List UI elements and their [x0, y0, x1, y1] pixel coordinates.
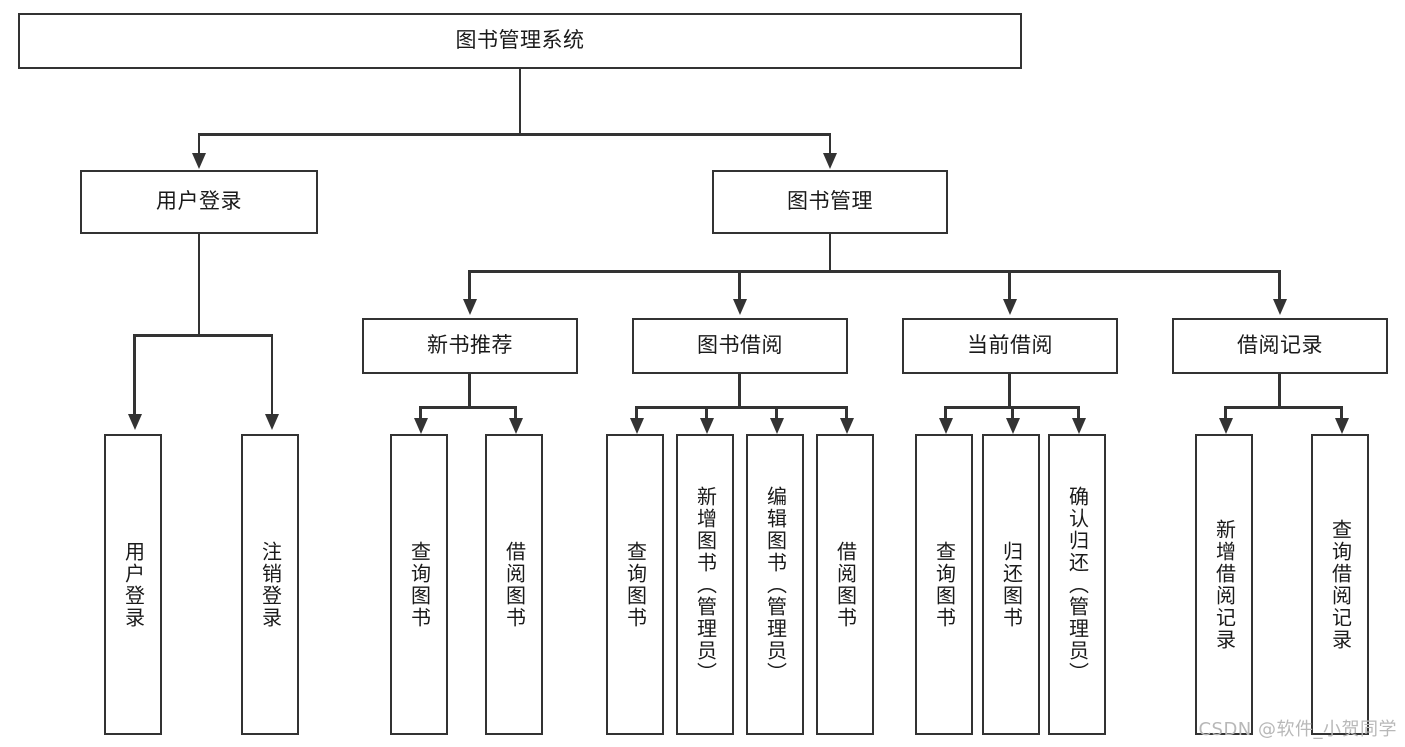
- node-label: 查询图书: [407, 540, 432, 629]
- node-borrow-record[interactable]: 借阅记录: [1172, 318, 1388, 374]
- leaf-book-borrow-edit[interactable]: 编辑图书（管理员）: [746, 434, 804, 735]
- arrowhead-bb-leaf-3: [769, 418, 784, 434]
- connector-new-book-to-leaf-1: [419, 406, 422, 420]
- node-book-borrow[interactable]: 图书借阅: [632, 318, 848, 374]
- arrowhead-user-login-leaf-1: [127, 414, 142, 430]
- node-label: 用户登录: [156, 189, 242, 214]
- node-label: 图书管理: [787, 189, 873, 214]
- node-user-login[interactable]: 用户登录: [80, 170, 318, 234]
- connector-book-borrow-bus: [635, 406, 847, 409]
- node-label: 新增图书（管理员）: [693, 485, 718, 684]
- leaf-borrow-record-query[interactable]: 查询借阅记录: [1311, 434, 1369, 735]
- leaf-current-borrow-return[interactable]: 归还图书: [982, 434, 1040, 735]
- connector-user-login-to-leaf-1: [133, 334, 136, 416]
- connector-bb-to-leaf-4: [845, 406, 848, 420]
- arrowhead-new-book-leaf-1: [413, 418, 428, 434]
- connector-bb-to-leaf-1: [635, 406, 638, 420]
- node-label: 确认归还（管理员）: [1065, 485, 1090, 684]
- node-label: 图书借阅: [697, 333, 783, 358]
- arrowhead-to-book-management: [823, 153, 837, 169]
- node-label: 编辑图书（管理员）: [763, 485, 788, 684]
- node-label: 查询图书: [932, 540, 957, 629]
- connector-bm-to-level3-3: [1008, 270, 1011, 302]
- connector-user-login-stem: [197, 234, 201, 336]
- arrowhead-bb-leaf-4: [839, 418, 854, 434]
- arrowhead-br-leaf-2: [1334, 418, 1349, 434]
- node-new-book-recommend[interactable]: 新书推荐: [362, 318, 578, 374]
- arrowhead-level3-3: [1002, 299, 1017, 315]
- node-label: 借阅图书: [833, 540, 858, 629]
- connector-current-borrow-stem: [1008, 374, 1011, 408]
- connector-root-stem: [518, 69, 522, 135]
- connector-cb-to-leaf-3: [1077, 406, 1080, 420]
- connector-book-management-stem: [828, 234, 832, 272]
- arrowhead-bb-leaf-1: [629, 418, 644, 434]
- arrowhead-user-login-leaf-2: [265, 414, 279, 430]
- connector-root-bus: [198, 133, 830, 136]
- arrowhead-bb-leaf-2: [699, 418, 714, 434]
- connector-borrow-record-stem: [1278, 374, 1281, 408]
- connector-bm-to-level3-2: [738, 270, 741, 302]
- leaf-user-login-logout[interactable]: 注销登录: [241, 434, 299, 735]
- node-label: 查询图书: [623, 540, 648, 629]
- node-label: 用户登录: [121, 540, 146, 629]
- connector-root-to-book-management: [828, 133, 832, 155]
- connector-bb-to-leaf-2: [705, 406, 708, 420]
- node-label: 新书推荐: [427, 333, 513, 358]
- arrowhead-cb-leaf-1: [938, 418, 953, 434]
- leaf-current-borrow-query[interactable]: 查询图书: [915, 434, 973, 735]
- leaf-borrow-record-add[interactable]: 新增借阅记录: [1195, 434, 1253, 735]
- arrowhead-cb-leaf-2: [1005, 418, 1020, 434]
- connector-root-to-user-login: [197, 133, 201, 155]
- leaf-user-login-login[interactable]: 用户登录: [104, 434, 162, 735]
- connector-bm-to-level3-4: [1278, 270, 1281, 302]
- leaf-new-book-query[interactable]: 查询图书: [390, 434, 448, 735]
- connector-br-to-leaf-1: [1224, 406, 1227, 420]
- leaf-new-book-borrow[interactable]: 借阅图书: [485, 434, 543, 735]
- node-label: 注销登录: [258, 540, 283, 629]
- node-current-borrow[interactable]: 当前借阅: [902, 318, 1118, 374]
- arrowhead-br-leaf-1: [1218, 418, 1233, 434]
- connector-new-book-stem: [468, 374, 471, 408]
- arrowhead-to-user-login: [192, 153, 206, 169]
- connector-cb-to-leaf-2: [1011, 406, 1014, 420]
- arrowhead-cb-leaf-3: [1071, 418, 1086, 434]
- node-label: 归还图书: [999, 540, 1024, 629]
- node-label: 新增借阅记录: [1212, 518, 1237, 651]
- leaf-current-borrow-confirm-return[interactable]: 确认归还（管理员）: [1048, 434, 1106, 735]
- arrowhead-level3-1: [462, 299, 477, 315]
- connector-book-borrow-stem: [738, 374, 741, 408]
- leaf-book-borrow-borrow[interactable]: 借阅图书: [816, 434, 874, 735]
- node-label: 当前借阅: [967, 333, 1053, 358]
- connector-book-management-bus: [468, 270, 1280, 273]
- leaf-book-borrow-query[interactable]: 查询图书: [606, 434, 664, 735]
- node-label: 图书管理系统: [455, 28, 585, 53]
- node-label: 借阅记录: [1237, 333, 1323, 358]
- connector-user-login-to-leaf-2: [270, 334, 273, 416]
- connector-new-book-bus: [419, 406, 516, 409]
- connector-user-login-bus: [133, 334, 272, 337]
- arrowhead-level3-4: [1272, 299, 1287, 315]
- connector-cb-to-leaf-1: [944, 406, 947, 420]
- leaf-book-borrow-add[interactable]: 新增图书（管理员）: [676, 434, 734, 735]
- connector-new-book-to-leaf-2: [514, 406, 517, 420]
- arrowhead-level3-2: [732, 299, 747, 315]
- connector-borrow-record-bus: [1224, 406, 1342, 409]
- connector-bm-to-level3-1: [468, 270, 471, 302]
- node-label: 查询借阅记录: [1328, 518, 1353, 651]
- connector-br-to-leaf-2: [1340, 406, 1343, 420]
- arrowhead-new-book-leaf-2: [508, 418, 523, 434]
- node-book-management[interactable]: 图书管理: [712, 170, 948, 234]
- node-label: 借阅图书: [502, 540, 527, 629]
- connector-bb-to-leaf-3: [775, 406, 778, 420]
- node-root-book-management-system[interactable]: 图书管理系统: [18, 13, 1022, 69]
